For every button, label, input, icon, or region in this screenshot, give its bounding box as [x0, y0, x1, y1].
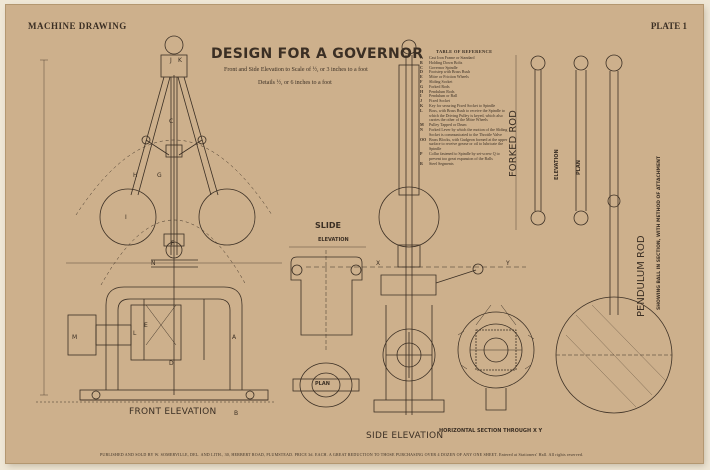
sheet-title: DESIGN FOR A GOVERNOR [211, 46, 424, 62]
forked-rod-figure [515, 55, 589, 230]
reference-text: Fixed Socket [429, 98, 450, 104]
part-letter-k: K [178, 57, 183, 64]
part-letter-e: E [144, 322, 148, 329]
part-letter-i: I [125, 214, 127, 221]
part-letter-d: D [169, 360, 174, 367]
side-elevation-label: SIDE ELEVATION [366, 431, 444, 441]
reference-text: Holding Down Bolts [429, 59, 463, 65]
forked-rod-label: FORKED ROD [508, 110, 519, 177]
reference-key: A [420, 55, 423, 60]
reference-text: Pulley Tapped or Drum [429, 122, 467, 128]
reference-row: K Key for securing Fixed Socket to Spindl… [420, 102, 510, 109]
part-letter-m: M [72, 334, 77, 341]
reference-row: G Forked Rods [420, 83, 510, 90]
pendulum-rod-label: PENDULUM ROD [636, 235, 647, 317]
reference-row: R Steel Segments [420, 160, 510, 167]
reference-table-title: TABLE OF REFERENCE [436, 49, 493, 54]
reference-key: G [420, 83, 424, 89]
reference-text: Steel Segments [429, 160, 454, 166]
reference-text: Forked Rods [429, 83, 450, 89]
slide-elevation-label: ELEVATION [318, 237, 349, 243]
pendulum-note: SHOWING BALL IN SECTION, WITH METHOD OF … [657, 156, 662, 310]
pendulum-rod-figure [555, 54, 673, 414]
part-letter-b: B [234, 410, 238, 417]
reference-text: Mitre or Friction Wheels [429, 74, 469, 80]
reference-row: P Collar fastened to Spindle by set-screw… [420, 150, 510, 162]
part-letter-j: J [169, 57, 172, 64]
front-elevation-figure [75, 35, 273, 395]
reference-text: Boss, with Brass Bush to receive the Spi… [429, 107, 505, 123]
reference-row: C Governor Spindle [420, 64, 510, 71]
publisher-footer: PUBLISHED AND SOLD BY W. SOMERVILLE, DEL… [100, 452, 584, 457]
part-letter-y: Y [505, 260, 510, 267]
part-letter-h: H [133, 172, 138, 179]
slide-label: SLIDE [315, 221, 341, 230]
reference-text: Forked Lever by which the motion of the … [429, 126, 508, 137]
part-letter-g: G [157, 172, 162, 179]
part-letter-c: C [169, 118, 173, 125]
part-letter-x: X [376, 260, 380, 267]
reference-text: Governor Spindle [429, 64, 458, 70]
reference-row: F Sliding Socket [420, 78, 510, 85]
horizontal-section-figure [457, 304, 535, 411]
reference-row: L Boss, with Brass Bush to receive the Sp… [420, 107, 510, 123]
reference-key: E [420, 74, 423, 80]
reference-row: N Forked Lever by which the motion of the… [420, 126, 510, 138]
reference-row: I Pendulum or Ball [420, 94, 510, 99]
series-title: MACHINE DRAWING [28, 21, 127, 31]
horizontal-section-label: HORIZONTAL SECTION THROUGH X Y [439, 428, 543, 434]
reference-key: F [420, 78, 423, 84]
reference-text: Brass Blocks, with Gudgeon formed at the… [429, 136, 508, 152]
reference-text: Pendulum or Ball [429, 93, 458, 99]
reference-key: L [420, 107, 423, 113]
front-frame-figure [36, 286, 276, 403]
reference-text: Cast Iron Frame or Standard [429, 55, 475, 60]
reference-key: OO [420, 136, 427, 142]
details-scale-note: Details ½, or 6 inches to a foot [258, 80, 332, 86]
part-letter-a: A [232, 334, 237, 341]
forked-rod-elevation-label: ELEVATION [554, 149, 560, 180]
reference-row: H Pendulum Rods [420, 88, 510, 95]
reference-text: Sliding Socket [429, 78, 453, 84]
side-elevation-figure [306, 39, 526, 415]
reference-table: TABLE OF REFERENCE A Cast Iron Frame or S… [420, 49, 510, 166]
reference-text: Key for securing Fixed Socket to Spindle [429, 102, 496, 108]
reference-text: Footstep with Brass Bush [429, 69, 471, 75]
reference-row: J Fixed Socket [420, 98, 510, 104]
reference-key: N [420, 126, 423, 132]
reference-text: Pendulum Rods [429, 88, 455, 94]
reference-key: K [420, 102, 424, 108]
reference-key: I [420, 93, 422, 99]
engineering-drawing: J K C H G I F N M L D A B E X Y [36, 35, 673, 417]
forked-rod-plan-label: PLAN [576, 160, 582, 175]
reference-key: R [420, 160, 423, 166]
reference-row: B Holding Down Bolts [420, 59, 510, 66]
drawing-sheet: J K C H G I F N M L D A B E X Y MACHINE … [6, 5, 703, 463]
reference-key: P [420, 150, 423, 156]
plate-number: PLATE 1 [650, 21, 687, 31]
reference-key: H [420, 88, 424, 94]
reference-key: M [420, 122, 424, 128]
scale-note: Front and Side Elevation to Scale of ½, … [224, 67, 368, 73]
slide-plan-label: PLAN [315, 381, 330, 387]
reference-key: J [420, 98, 422, 104]
reference-row: E Mitre or Friction Wheels [420, 74, 510, 80]
slide-figure [290, 250, 363, 408]
part-letter-f: F [171, 240, 175, 247]
part-letter-l: L [133, 330, 137, 337]
reference-row: A Cast Iron Frame or Standard [420, 55, 510, 61]
reference-row: D Footstep with Brass Bush [420, 70, 510, 75]
reference-text: Collar fastened to Spindle by set-screw … [429, 150, 500, 161]
reference-key: C [420, 64, 423, 70]
reference-key: B [420, 59, 423, 65]
front-elevation-label: FRONT ELEVATION [129, 407, 217, 417]
reference-key: D [420, 69, 423, 75]
part-letter-n: N [151, 260, 156, 267]
reference-row: M Pulley Tapped or Drum [420, 122, 510, 128]
